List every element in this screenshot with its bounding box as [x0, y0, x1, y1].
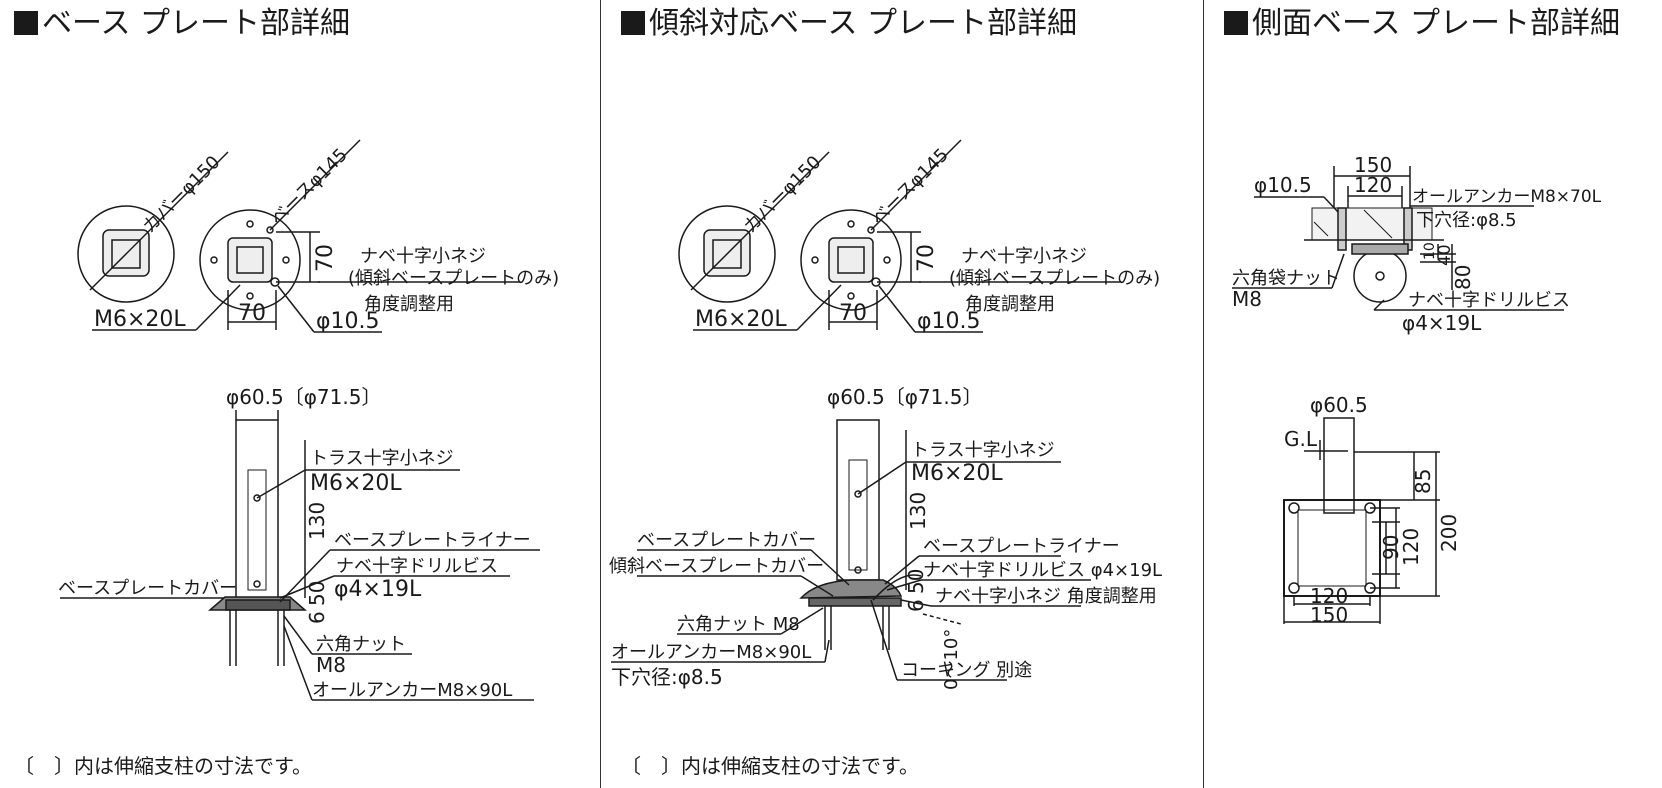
- pilot-label: 下穴径:φ8.5: [1416, 210, 1517, 231]
- panel-title: 側面ベース プレート部詳細: [1224, 4, 1620, 44]
- dim-150: 150: [1354, 153, 1392, 177]
- dim-80: 80: [1451, 265, 1475, 290]
- base-circle: [199, 209, 301, 311]
- nut-label: 六角ナット M8: [677, 614, 800, 635]
- hole-label: φ10.5: [917, 309, 981, 334]
- cover-circle: [77, 205, 175, 303]
- truss-size-label: M6×20L: [911, 461, 1003, 486]
- dim-70-h: 70: [238, 301, 266, 326]
- dim-6: 6: [305, 611, 329, 624]
- dim-150-h: 150: [1310, 603, 1348, 627]
- anchor-label: オールアンカーM8×90L: [611, 642, 811, 663]
- dim-130: 130: [906, 492, 930, 530]
- liner-label: ベースプレートライナー: [923, 536, 1120, 557]
- drill-label: ナベ十字ドリルビス φ4×19L: [923, 560, 1162, 581]
- truss-size-label: M6×20L: [310, 471, 402, 496]
- base-label: ベースφ145: [868, 144, 953, 229]
- panel-tilt-base-plate: 傾斜対応ベース プレート部詳細: [601, 0, 1203, 788]
- dim-200: 200: [1437, 514, 1461, 552]
- capnut-label: 六角袋ナット: [1232, 268, 1340, 289]
- base-plate-drawing: カバーφ150 ベースφ145 ナベ十字小ネジ (傾斜ベースプレートのみ) 角度…: [58, 139, 559, 701]
- gl-label: G.L: [1284, 427, 1318, 451]
- pilot-label: 下穴径:φ8.5: [611, 665, 723, 689]
- anchor-label: オールアンカーM8×70L: [1412, 187, 1602, 207]
- angle-range-label: 0〜10°: [941, 629, 962, 690]
- panel-base-plate: ベース プレート部詳細: [0, 0, 600, 788]
- dim-50: 50: [904, 569, 928, 594]
- screw2-label: ナベ十字小ネジ 角度調整用: [935, 586, 1157, 607]
- post-label: φ60.5〔φ71.5〕: [827, 385, 982, 409]
- hole-label: φ10.5: [316, 309, 380, 334]
- cover-plate-label: ベースプレートカバー: [58, 578, 237, 599]
- angle-label: 角度調整用: [364, 294, 454, 315]
- dim-85: 85: [1411, 469, 1435, 494]
- dim-70-h: 70: [839, 301, 867, 326]
- anchor-label: オールアンカーM8×90L: [312, 680, 512, 701]
- tilt-cover-label: 傾斜ベースプレートカバー: [609, 556, 824, 577]
- dim-130: 130: [305, 502, 329, 540]
- m6-label: M6×20L: [94, 307, 186, 332]
- drill-size-label: φ4×19L: [1402, 311, 1482, 335]
- dim-90: 90: [1379, 535, 1403, 560]
- post-label: φ60.5: [1310, 393, 1368, 417]
- panel-divider-1: [600, 0, 601, 788]
- dim-6: 6: [904, 599, 928, 612]
- dim-120: 120: [1354, 173, 1392, 197]
- side-base-plate-drawing: 150 120 φ10.5 オールアンカーM8×70L 下穴径:φ8.5 10 …: [1232, 153, 1602, 627]
- cover-plate-label: ベースプレートカバー: [637, 530, 816, 551]
- tilt-base-plate-drawing: カバーφ150 ベースφ145 ナベ十字小ネジ (傾斜ベースプレートのみ) 角度…: [609, 139, 1162, 690]
- dim-50: 50: [305, 581, 329, 606]
- angle-label: 角度調整用: [965, 294, 1055, 315]
- drill-size-label: φ4×19L: [334, 577, 422, 602]
- drill-label: ナベ十字ドリルビス: [1408, 290, 1570, 311]
- post: [235, 419, 279, 601]
- square-bullet-icon: [621, 11, 645, 35]
- screw-label: ナベ十字小ネジ: [360, 246, 486, 267]
- hole-label: φ10.5: [1254, 173, 1312, 197]
- post-label: φ60.5〔φ71.5〕: [226, 385, 381, 409]
- dim-10: 10: [1422, 242, 1438, 260]
- dim-70-v: 70: [914, 244, 939, 272]
- screw-label: ナベ十字小ネジ: [961, 246, 1087, 267]
- square-bullet-icon: [1224, 11, 1248, 35]
- panel-note: 〔 〕内は伸縮支柱の寸法です。: [14, 754, 312, 778]
- liner-label: ベースプレートライナー: [334, 530, 531, 551]
- panel-title: 傾斜対応ベース プレート部詳細: [621, 4, 1077, 44]
- truss-label: トラス十字小ネジ: [911, 440, 1055, 461]
- caulk-label: コーキング 別途: [901, 660, 1032, 681]
- panel-note: 〔 〕内は伸縮支柱の寸法です。: [621, 754, 919, 778]
- truss-label: トラス十字小ネジ: [310, 448, 454, 469]
- nut-size-label: M8: [316, 653, 346, 677]
- screw-note-label: (傾斜ベースプレートのみ): [348, 268, 559, 289]
- screw-note-label: (傾斜ベースプレートのみ): [949, 268, 1160, 289]
- dim-120-h: 120: [1310, 584, 1348, 608]
- dim-120-v: 120: [1399, 528, 1423, 566]
- capnut-size-label: M8: [1232, 287, 1262, 311]
- dim-70-v: 70: [313, 244, 338, 272]
- panel-divider-2: [1203, 0, 1204, 788]
- nut-label: 六角ナット: [316, 634, 406, 655]
- dim-40: 40: [1435, 244, 1455, 266]
- square-bullet-icon: [14, 11, 38, 35]
- cover-label: カバーφ150: [139, 152, 225, 238]
- panel-title: ベース プレート部詳細: [14, 4, 350, 44]
- base-label: ベースφ145: [267, 144, 352, 229]
- panel-side-base-plate: 側面ベース プレート部詳細: [1204, 0, 1662, 788]
- m6-label: M6×20L: [695, 307, 787, 332]
- cover-label: カバーφ150: [740, 152, 826, 238]
- drill-label: ナベ十字ドリルビス: [336, 556, 498, 577]
